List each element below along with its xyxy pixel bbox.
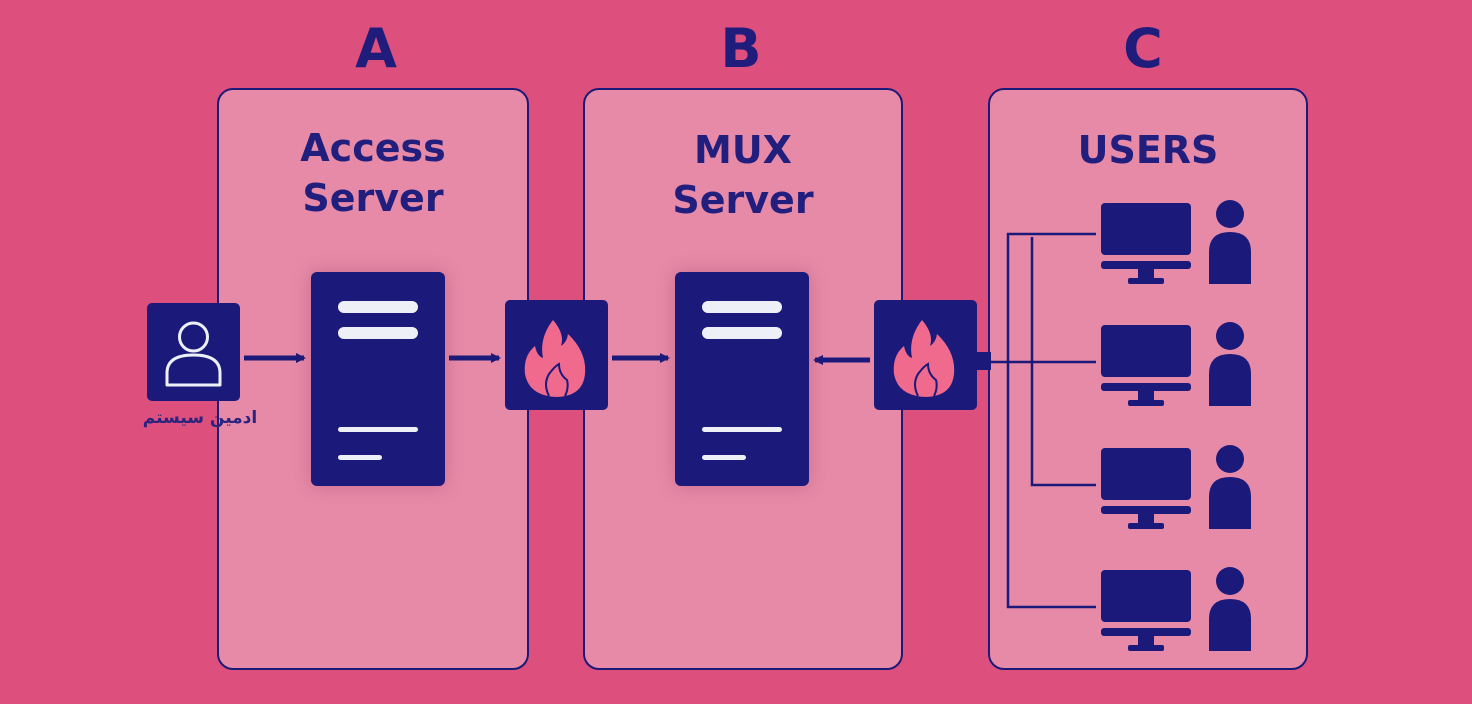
server-bar [338,455,382,460]
panel-title-line2: Server [302,176,444,220]
monitor-icon [1100,324,1192,408]
fire-icon [524,320,586,397]
person-icon [1207,445,1253,531]
firewall-2-port [977,352,991,370]
firewall-1 [505,300,608,410]
admin-label: ادمین سیستم [142,408,258,428]
panel-title-line1: Access [300,126,446,170]
column-letter-c: C [1123,17,1163,80]
server-bar [338,301,418,313]
mux-server [675,272,809,486]
person-icon [1207,200,1253,286]
column-letter-a: A [355,17,397,80]
server-bar [702,427,782,432]
server-bar [702,455,746,460]
access-server [311,272,445,486]
user-outline-icon [165,321,222,387]
users-bus-inner [1030,237,1096,487]
column-letter-b: B [720,17,762,80]
server-bar [338,327,418,339]
firewall-2 [874,300,977,410]
admin-user-box [147,303,240,401]
person-icon [1207,567,1253,653]
users-bus-outer [1006,232,1096,609]
server-bar [338,427,418,432]
person-icon [1207,322,1253,408]
panel-title-line1: USERS [1077,128,1219,172]
monitor-icon [1100,569,1192,653]
panel-title-line2: Server [672,178,814,222]
monitor-icon [1100,202,1192,286]
fire-icon [893,320,955,397]
server-bar [702,327,782,339]
panel-title-line1: MUX [694,128,792,172]
server-bar [702,301,782,313]
monitor-icon [1100,447,1192,531]
